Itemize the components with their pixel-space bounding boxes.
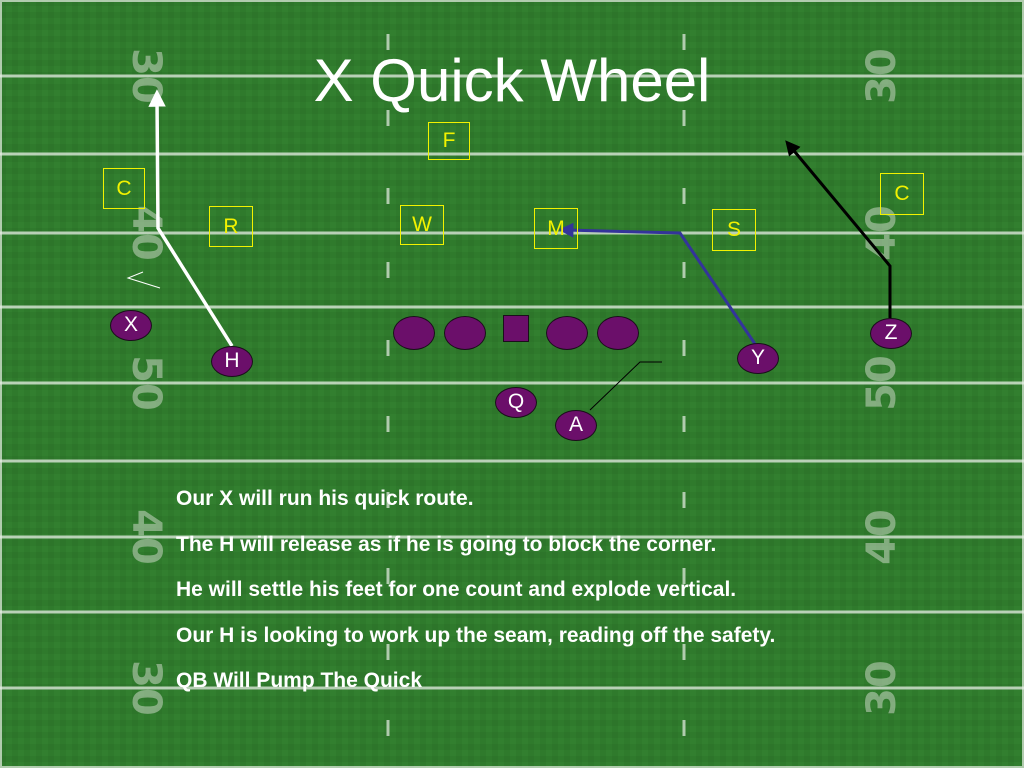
h-wheel-route bbox=[148, 89, 234, 347]
yard-number-30-right-top: 30 bbox=[859, 48, 905, 104]
coaching-notes: Our X will run his quick route. The H wi… bbox=[176, 476, 976, 704]
defender-free-safety: F bbox=[428, 122, 470, 160]
player-a: A bbox=[555, 410, 597, 441]
yard-number-40-left-bottom: 40 bbox=[123, 509, 169, 565]
note-line: Our H is looking to work up the seam, re… bbox=[176, 623, 776, 647]
z-route bbox=[785, 140, 892, 318]
defender-will: W bbox=[400, 205, 444, 245]
defender-rover: R bbox=[209, 206, 253, 247]
player-y: Y bbox=[737, 343, 779, 374]
yard-number-50-left: 50 bbox=[123, 355, 169, 411]
player-x: X bbox=[110, 310, 152, 341]
defender-sam: S bbox=[712, 209, 756, 251]
note-line: Our X will run his quick route. bbox=[176, 487, 474, 510]
left-guard bbox=[444, 316, 486, 350]
player-z: Z bbox=[870, 318, 912, 349]
center bbox=[503, 315, 529, 342]
yard-lines bbox=[0, 74, 1024, 690]
right-tackle bbox=[597, 316, 639, 350]
defender-left-corner: C bbox=[103, 168, 145, 209]
defender-right-corner: C bbox=[880, 173, 924, 215]
note-line: The H will release as if he is going to … bbox=[176, 532, 717, 556]
player-h: H bbox=[211, 346, 253, 377]
player-quarterback: Q bbox=[495, 387, 537, 418]
x-quick-route bbox=[126, 271, 161, 289]
right-guard bbox=[546, 316, 588, 350]
a-route bbox=[589, 361, 662, 411]
defender-mike: M bbox=[534, 208, 578, 249]
left-tackle bbox=[393, 316, 435, 350]
yard-number-30-right-bottom: 30 bbox=[859, 660, 905, 716]
yard-number-30-left-bottom: 30 bbox=[123, 660, 169, 716]
yard-number-40-right-bottom: 40 bbox=[859, 509, 905, 565]
note-line: He will settle his feet for one count an… bbox=[176, 578, 737, 601]
y-route bbox=[558, 222, 757, 345]
hash-marks bbox=[386, 34, 686, 736]
note-line: QB Will Pump The Quick bbox=[176, 669, 423, 692]
slide-title: X Quick Wheel bbox=[313, 47, 711, 114]
yard-number-50-right: 50 bbox=[859, 355, 905, 411]
